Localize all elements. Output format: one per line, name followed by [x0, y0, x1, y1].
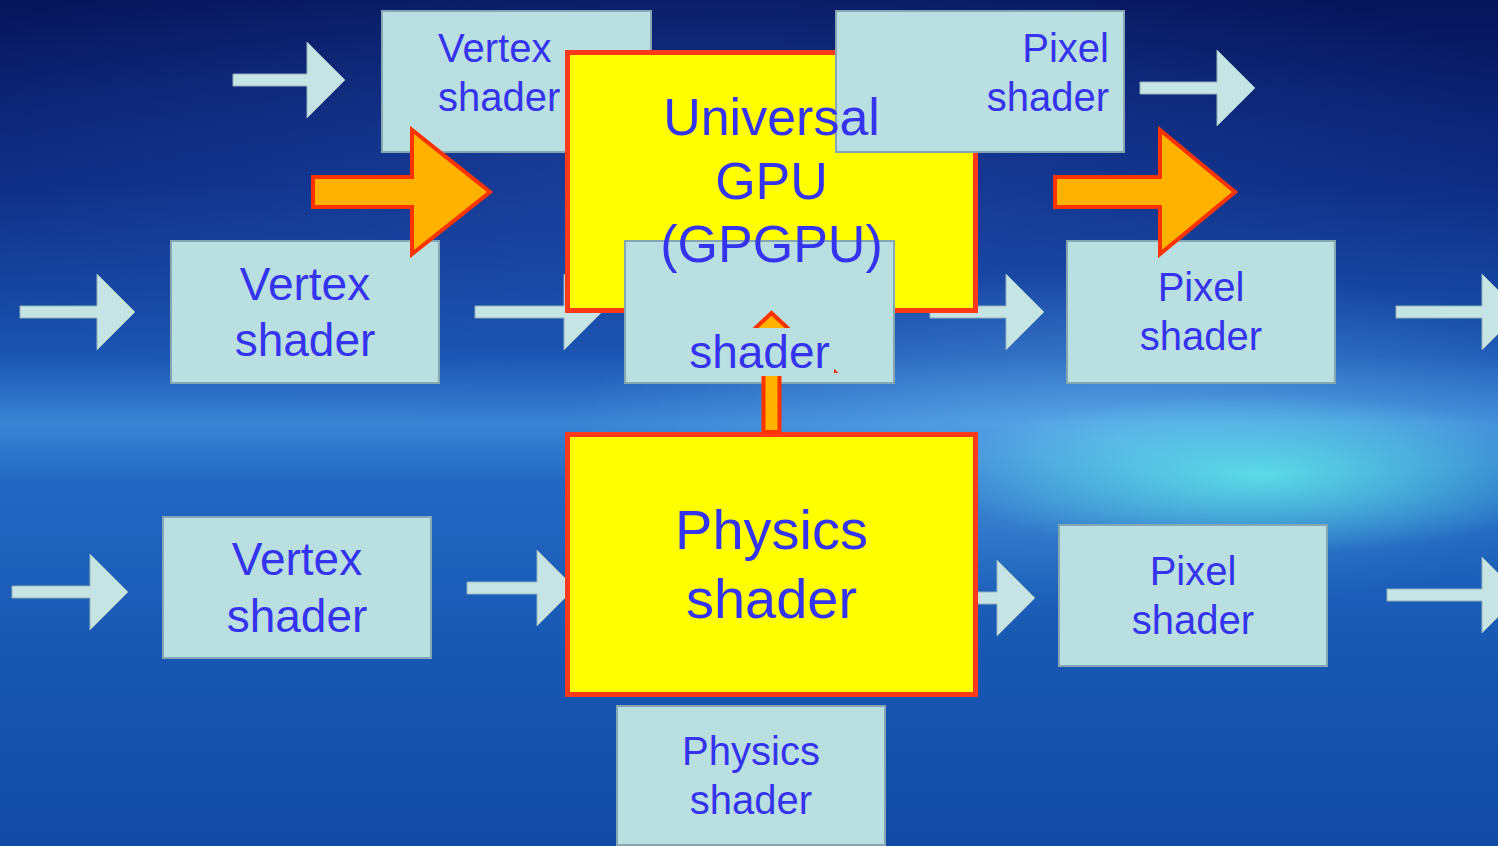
shader-box: Pixel shader: [1058, 524, 1328, 667]
flow-arrow: [233, 42, 345, 118]
shader-box: Pixel shader: [1066, 240, 1336, 384]
output-arrow: [1055, 130, 1235, 254]
highlight-box: Universal GPU (GPGPU): [565, 50, 978, 313]
box-label: Pixel shader: [1101, 263, 1301, 361]
flow-arrow: [1396, 274, 1498, 350]
box-label: Physics shader: [651, 727, 851, 825]
feed-arrow: [710, 313, 834, 432]
flow-arrow: [12, 554, 128, 630]
flow-arrow: [1140, 50, 1255, 126]
input-arrow: [313, 130, 490, 254]
box-label: Vertex shader: [187, 531, 407, 643]
box-label: Pixel shader: [909, 24, 1109, 122]
shader-box: Vertex shader: [162, 516, 432, 659]
flow-arrow: [20, 274, 135, 350]
highlight-box: Physics shader: [565, 432, 978, 697]
box-label: Vertex shader: [195, 256, 415, 368]
shader-box: Vertex shader: [170, 240, 440, 384]
flow-arrow: [467, 550, 575, 626]
box-label: Physics shader: [610, 496, 933, 633]
shader-box: Physics shader: [616, 705, 886, 846]
flow-arrow: [1387, 557, 1498, 633]
box-label: Universal GPU (GPGPU): [610, 86, 933, 276]
box-label: Vertex shader: [438, 24, 638, 122]
box-label: shader: [685, 328, 834, 376]
box-label: Pixel shader: [1093, 547, 1293, 645]
